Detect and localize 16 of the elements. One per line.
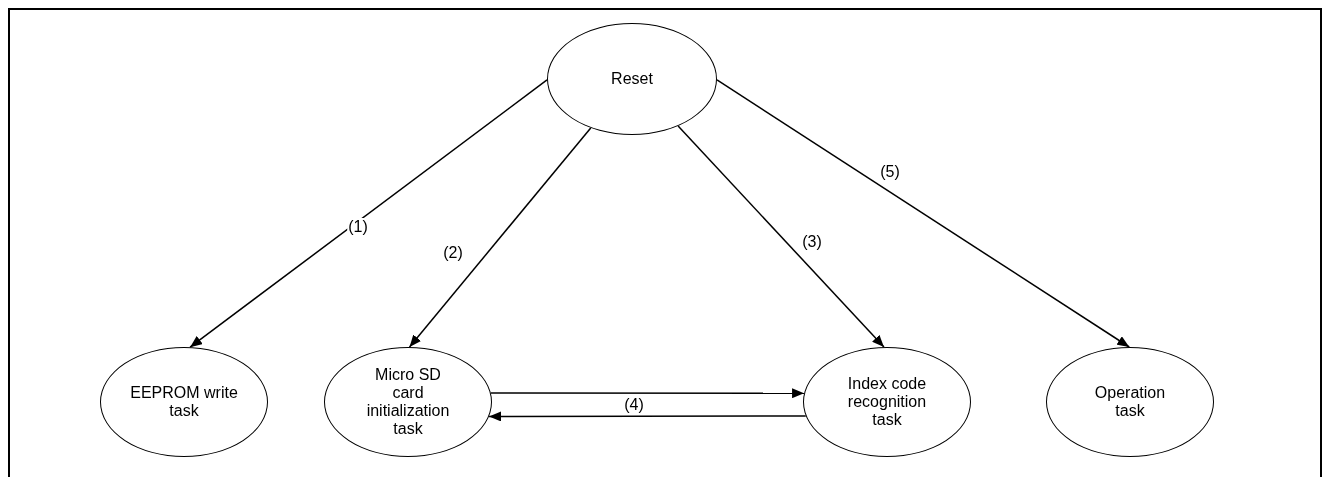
- arrow: [490, 388, 805, 399]
- state-label: EEPROM write task: [129, 384, 239, 420]
- arrow: [677, 125, 885, 348]
- arrow: [189, 79, 548, 348]
- edge-label: (2): [442, 244, 464, 262]
- edge-label: (4): [623, 396, 645, 414]
- state-label: Micro SD card initialization task: [365, 366, 451, 438]
- edge-label: (5): [879, 163, 901, 181]
- state-label: Reset: [610, 70, 654, 88]
- edge-label: (1): [347, 218, 369, 236]
- edge-label: (3): [801, 233, 823, 251]
- state-label: Index code recognition task: [846, 375, 928, 429]
- arrow: [716, 79, 1130, 348]
- state-label: Operation task: [1093, 384, 1167, 420]
- arrow: [408, 127, 592, 348]
- arrow: [488, 411, 807, 422]
